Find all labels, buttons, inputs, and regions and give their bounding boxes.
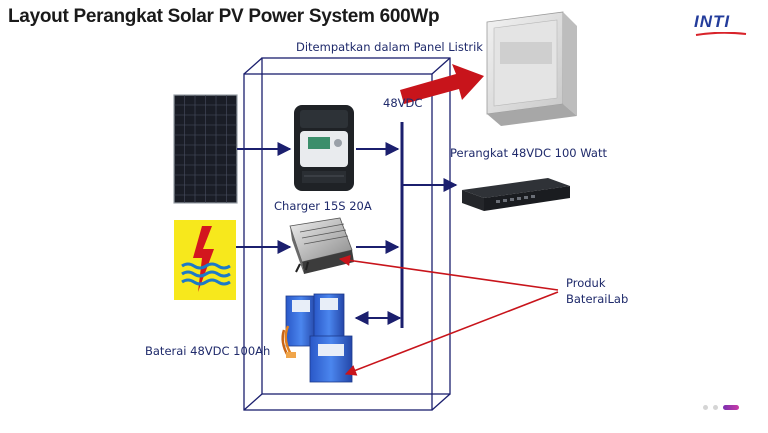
pager-dot[interactable] <box>703 405 708 410</box>
bus-voltage-label: 48VDC <box>383 96 423 110</box>
inti-logo: INTI <box>694 12 731 31</box>
battery-pack-icon <box>281 293 353 383</box>
connection-arrows <box>236 142 458 325</box>
pager-dot[interactable] <box>713 405 718 410</box>
product-label-line1: Produk <box>566 276 606 290</box>
logo-swoosh-icon <box>695 32 747 36</box>
page-title: Layout Perangkat Solar PV Power System 6… <box>8 6 440 27</box>
mppt-charger-icon <box>294 105 354 191</box>
pln-logo-icon <box>174 220 236 300</box>
solar-panel-icon <box>173 94 238 204</box>
product-label-line2: BateraiLab <box>566 292 629 306</box>
electrical-cabinet-icon <box>486 11 577 126</box>
panel-label: Ditempatkan dalam Panel Listrik <box>296 40 483 54</box>
product-pointer-arrows <box>338 254 559 376</box>
slide-pager <box>703 405 739 410</box>
panel-enclosure <box>243 57 451 411</box>
device-label: Perangkat 48VDC 100 Watt <box>450 146 607 160</box>
network-switch-icon <box>462 178 570 211</box>
red-arrow-to-cabinet <box>400 64 484 104</box>
charger-label: Charger 15S 20A <box>274 199 372 213</box>
pager-dot-active[interactable] <box>723 405 739 410</box>
inverter-icon <box>289 217 354 274</box>
battery-label: Baterai 48VDC 100Ah <box>145 344 271 358</box>
